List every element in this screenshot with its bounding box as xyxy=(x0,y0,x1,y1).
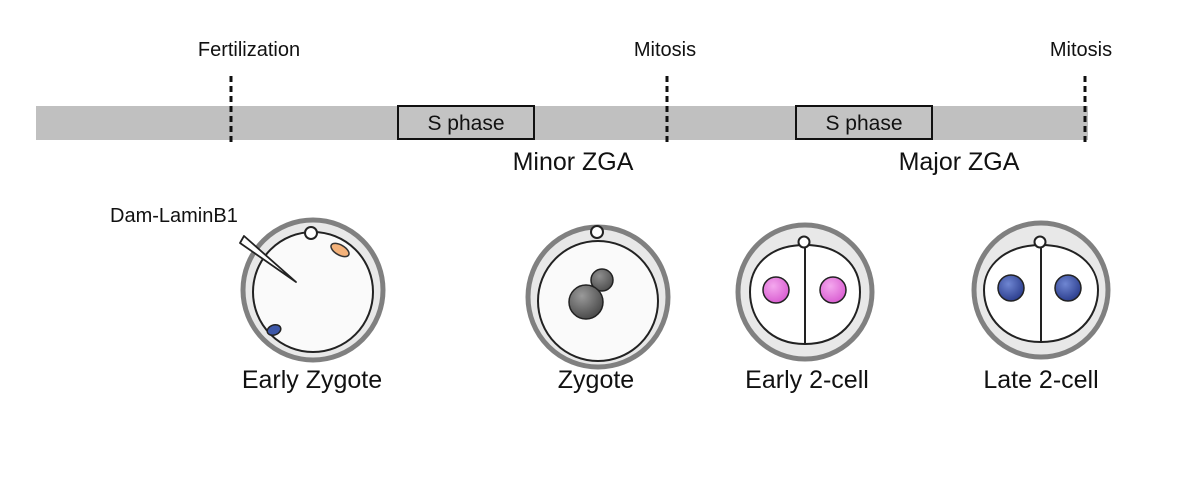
stage-label-early-2-cell: Early 2-cell xyxy=(745,366,869,394)
small-pronucleus xyxy=(590,268,614,292)
injection-needle xyxy=(239,235,297,283)
nucleus-left xyxy=(997,274,1025,302)
embryo-early-2-cell xyxy=(735,222,875,362)
nucleus-left xyxy=(762,276,790,304)
polar-body xyxy=(590,225,604,239)
stage-label-zygote: Zygote xyxy=(558,366,634,394)
event-label-mitosis-1: Mitosis xyxy=(634,39,696,61)
s-phase-label-1: S phase xyxy=(427,112,504,135)
event-label-fertilization: Fertilization xyxy=(198,39,300,61)
polar-body xyxy=(1033,235,1047,249)
polar-body xyxy=(304,226,318,240)
event-label-mitosis-2: Mitosis xyxy=(1050,39,1112,61)
injection-label: Dam-LaminB1 xyxy=(110,205,238,227)
maternal-pronucleus-tag xyxy=(330,242,350,258)
s-phase-box-2: S phase xyxy=(795,105,933,140)
stage-label-late-2-cell: Late 2-cell xyxy=(983,366,1098,394)
embryo-zygote xyxy=(525,224,671,370)
nucleus-right xyxy=(819,276,847,304)
zga-label-major: Major ZGA xyxy=(899,148,1020,176)
large-pronucleus xyxy=(568,284,604,320)
polar-body xyxy=(797,235,811,249)
s-phase-box-1: S phase xyxy=(397,105,535,140)
zga-label-minor: Minor ZGA xyxy=(513,148,634,176)
embryo-late-2-cell xyxy=(971,220,1111,360)
stage-label-early-zygote: Early Zygote xyxy=(242,366,382,394)
nucleus-right xyxy=(1054,274,1082,302)
embryo-early-zygote: Dam-LaminB1 xyxy=(110,205,386,363)
s-phase-label-2: S phase xyxy=(825,112,902,135)
paternal-pronucleus-tag xyxy=(266,323,282,337)
